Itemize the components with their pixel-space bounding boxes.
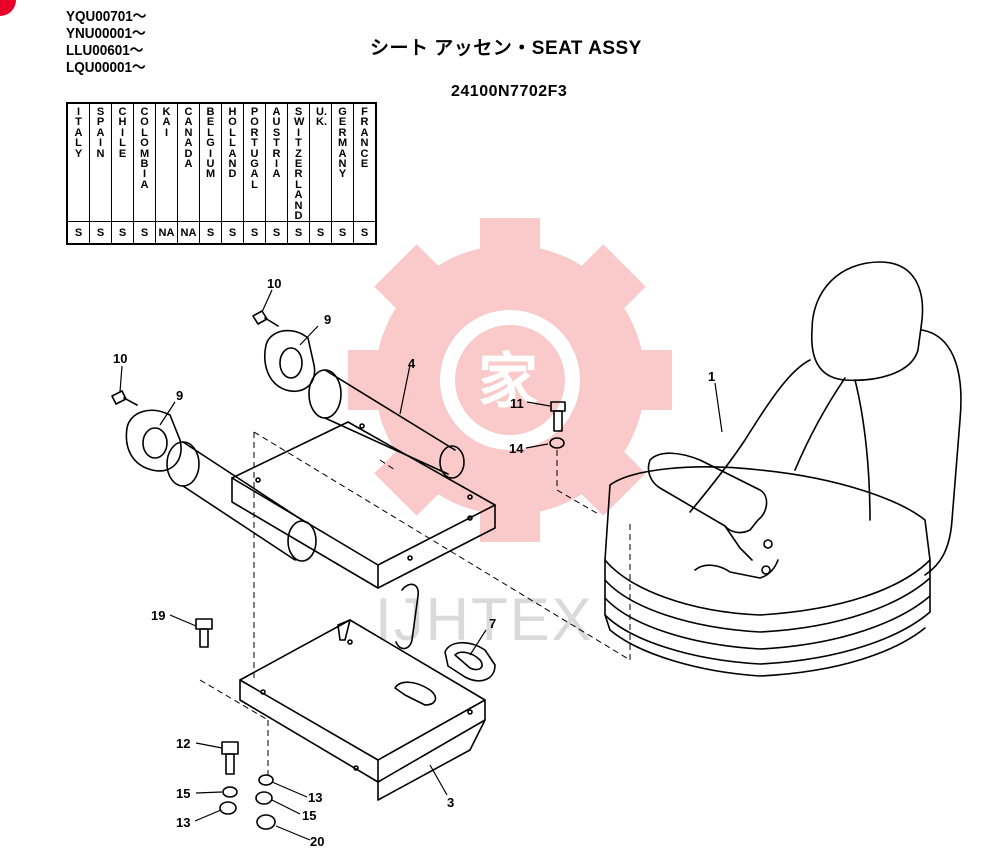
callout-4: 4 [408, 356, 416, 371]
callout-13: 13 [308, 790, 322, 805]
washer [549, 437, 565, 449]
serial-range: LQU00001～ [66, 59, 146, 76]
grommet [444, 641, 496, 682]
callout-14: 14 [509, 441, 524, 456]
country-cell: FRANCE [353, 102, 377, 223]
country-code: S [89, 221, 112, 245]
assembly-guide-lines [199, 431, 631, 778]
washer [222, 786, 238, 798]
base-plate [239, 619, 486, 801]
country-cell: BELGIUM [199, 102, 222, 223]
callout-10: 10 [113, 351, 127, 366]
washer [258, 774, 274, 786]
country-cell: COLOMBIA [133, 102, 156, 223]
end-cap [264, 329, 316, 392]
country-code: S [287, 221, 310, 245]
country-code: S [199, 221, 222, 245]
country-applicability-table: ITALY SPAIN CHILE COLOMBIA KAI CANADA BE… [66, 102, 377, 246]
callout-9: 9 [324, 312, 331, 327]
country-code: NA [177, 221, 200, 245]
washer [219, 801, 237, 815]
callout-15: 15 [176, 786, 190, 801]
callout-11: 11 [510, 396, 524, 411]
bolt [252, 310, 279, 327]
callout-15: 15 [302, 808, 316, 823]
serial-range: YQU00701～ [66, 8, 147, 25]
page-title: シート アッセン・SEAT ASSY [370, 38, 642, 59]
callout-20: 20 [310, 834, 324, 849]
watermark-text: IJHTEX [375, 586, 594, 653]
country-cell: SWITZER LAND [287, 102, 310, 223]
country-name-row: ITALY SPAIN CHILE COLOMBIA KAI CANADA BE… [66, 102, 377, 223]
serial-range: LLU00601～ [66, 42, 144, 59]
corner-mark-icon [0, 0, 16, 16]
country-code-row: S S S S NA NA S S S S S S S S [66, 221, 377, 245]
callout-13: 13 [176, 815, 190, 830]
watermark-logo-icon: 家 [348, 218, 672, 542]
callout-19: 19 [151, 608, 165, 623]
bolt [111, 390, 138, 406]
leader-lines [119, 289, 723, 841]
callout-7: 7 [489, 616, 496, 631]
serial-range: YNU00001～ [66, 25, 146, 42]
bolt [550, 401, 566, 432]
callout-9: 9 [176, 388, 183, 403]
slide-rail-assembly [166, 369, 496, 589]
country-cell: GERMANY [331, 102, 354, 223]
hook-bracket [395, 583, 420, 650]
country-cell: PORTUGAL [243, 102, 266, 223]
callout-10: 10 [267, 276, 281, 291]
end-cap [125, 409, 182, 472]
serial-range-list: YQU00701～ YNU00001～ LLU00601～ LQU00001～ [66, 8, 155, 76]
country-code: S [265, 221, 288, 245]
country-code: S [353, 221, 377, 245]
nut [256, 814, 276, 830]
country-code: S [111, 221, 134, 245]
bolt [195, 618, 213, 648]
country-cell: CANADA [177, 102, 200, 223]
country-code: S [309, 221, 332, 245]
country-code: S [331, 221, 354, 245]
callout-12: 12 [176, 736, 190, 751]
callout-1: 1 [708, 369, 715, 384]
country-cell: AUSTRIA [265, 102, 288, 223]
seat-assembly [604, 261, 962, 677]
bolt [221, 741, 239, 775]
svg-text:家: 家 [478, 348, 538, 415]
washer [255, 791, 273, 805]
callout-3: 3 [447, 795, 454, 810]
part-number: 24100N7702F3 [451, 83, 568, 100]
